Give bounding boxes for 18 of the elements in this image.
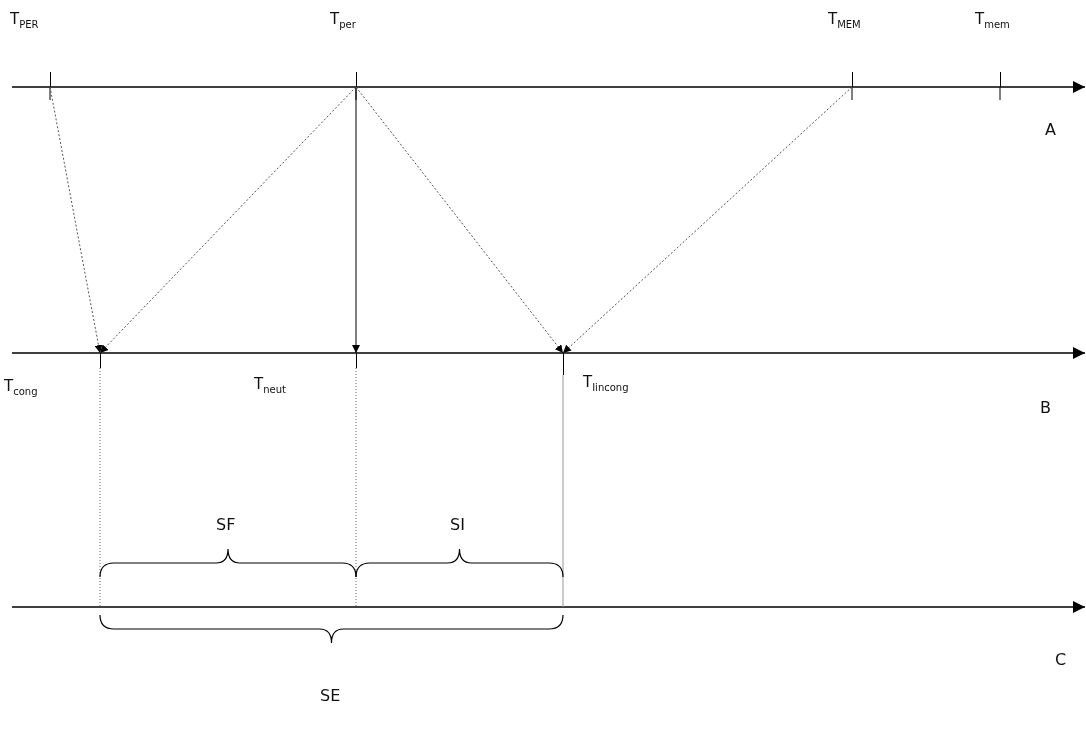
arrow — [49, 86, 103, 354]
time-label: T$_{Iincong}$ — [583, 373, 629, 395]
arrow — [352, 86, 360, 354]
arrow — [99, 86, 357, 354]
axis-label: B — [1040, 398, 1051, 417]
arrow — [562, 86, 853, 354]
time-label: T$_{mem}$ — [975, 10, 1010, 32]
interval-label: SI — [450, 515, 465, 534]
time-label: T$_{per}$ — [330, 10, 356, 32]
time-label: T$_{cong}$ — [4, 377, 38, 399]
time-label: T$_{neut}$ — [254, 375, 286, 397]
arrow — [355, 86, 564, 354]
time-label: T$_{MEM}$ — [828, 10, 861, 32]
interval-label: SF — [216, 515, 236, 534]
interval-label: SE — [320, 686, 341, 705]
axis-label: C — [1055, 650, 1067, 669]
time-label: T$_{PER}$ — [10, 10, 39, 32]
axis-label: A — [1045, 120, 1056, 139]
